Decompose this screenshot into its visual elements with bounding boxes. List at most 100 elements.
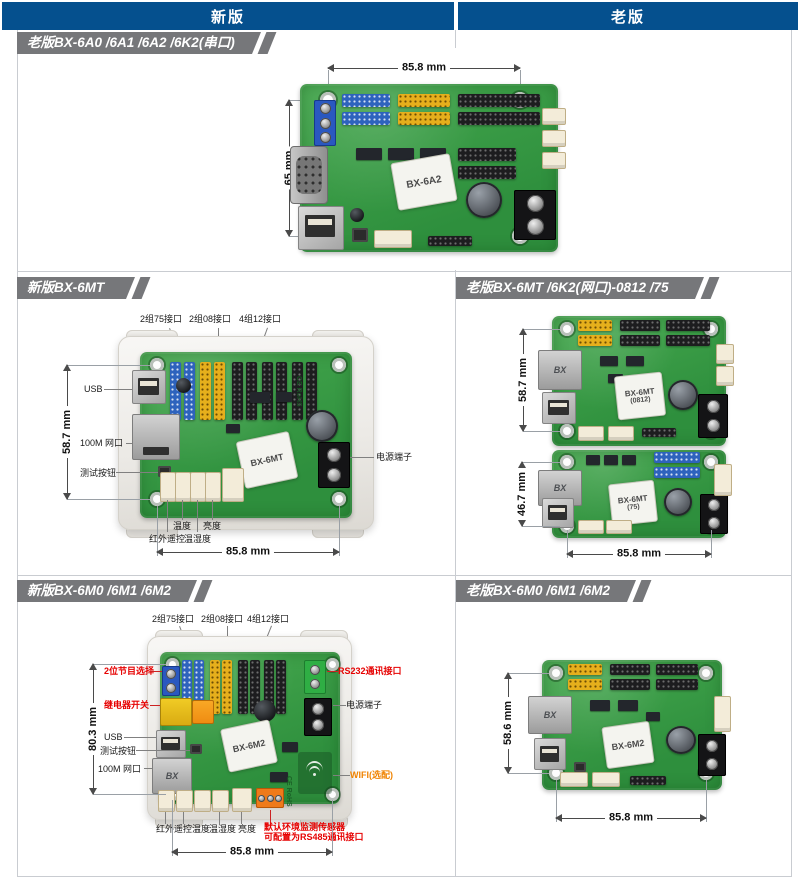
mcu-label-text: BX-6M2 — [231, 737, 267, 755]
serial-db9-port — [290, 146, 328, 204]
pin-header-yellow — [568, 679, 602, 690]
mcu-label-text: BX-6MT — [249, 451, 285, 469]
callout-test-button: 测试按钮 — [100, 746, 137, 756]
pin-header-yellow — [578, 335, 612, 346]
leader-line — [116, 472, 158, 473]
section-tag-bg — [456, 277, 704, 299]
pin-header-blue — [654, 452, 700, 463]
callout-temperature: 温度 — [173, 521, 192, 531]
jst-connector — [716, 366, 734, 386]
power-terminal — [698, 394, 728, 438]
leader-line — [241, 812, 242, 824]
test-button — [190, 744, 202, 754]
leader-line — [219, 812, 220, 824]
pin-header-blue — [194, 660, 204, 714]
test-button — [574, 762, 586, 772]
leader-line — [333, 705, 346, 706]
ic-chip — [622, 455, 636, 465]
frame-bottom — [17, 876, 792, 877]
ic-chip — [270, 772, 288, 782]
callout-program-select: 2位节目选择 — [104, 666, 155, 676]
jst-connector — [578, 520, 604, 534]
callout-08-ports: 2组08接口 — [201, 614, 244, 624]
extension-line — [522, 462, 560, 463]
backup-battery — [306, 410, 338, 442]
mcu-label-text: BX-6A2 — [405, 173, 443, 191]
mounting-hole — [560, 424, 574, 438]
extension-line — [328, 70, 329, 94]
jst-connector — [374, 230, 412, 248]
pin-header-black — [620, 335, 660, 346]
wifi-module — [298, 752, 332, 794]
leader-line — [333, 775, 350, 776]
jst-connector — [560, 772, 588, 787]
backup-battery — [668, 380, 698, 410]
pin-header-black — [292, 362, 303, 420]
pin-header-black — [276, 362, 287, 420]
bx-logo: BX — [553, 365, 567, 375]
extension-line — [520, 70, 521, 94]
mounting-hole — [560, 455, 574, 469]
frame-right — [791, 30, 792, 876]
header-new-version: 新版 — [2, 2, 454, 30]
wifi-icon — [309, 766, 320, 779]
mounting-hole — [560, 322, 574, 336]
mounting-hole — [326, 788, 339, 801]
leader-line — [197, 500, 198, 532]
leader-line — [136, 750, 190, 751]
test-button — [352, 228, 368, 242]
jst-connector — [175, 472, 191, 502]
capacitor — [350, 208, 364, 222]
extension-line — [508, 773, 549, 774]
jst-connector — [606, 520, 632, 534]
extension-line — [508, 673, 549, 674]
dimension-height-label: 58.6 mm — [502, 696, 514, 750]
frame-row2 — [17, 575, 792, 576]
jst-connector — [542, 130, 566, 147]
section-tag-label: 老版BX-6A0 /6A1 /6A2 /6K2(串口) — [27, 35, 235, 50]
relay-switch — [160, 698, 192, 726]
section-tag-bg — [17, 277, 135, 299]
callout-12-ports: 4组12接口 — [239, 314, 282, 324]
pin-header-black — [458, 94, 540, 107]
callout-usb: USB — [84, 384, 103, 394]
usb-port — [156, 730, 186, 758]
pin-header-blue — [170, 362, 181, 420]
pin-header-black — [666, 320, 710, 331]
mounting-hole — [326, 658, 339, 671]
pin-header-black — [262, 362, 273, 420]
pin-header-yellow — [214, 362, 225, 420]
pin-header-yellow — [222, 660, 232, 714]
pin-header-black — [610, 664, 650, 675]
pin-header-black — [246, 362, 257, 420]
mounting-hole — [150, 358, 164, 372]
dimension-height-label: 46.7 mm — [516, 467, 528, 521]
pin-header-yellow — [578, 320, 612, 331]
leader-line — [167, 500, 168, 532]
ethernet-port: BX — [152, 758, 192, 794]
pin-header-black — [642, 428, 676, 437]
callout-ethernet: 100M 网口 — [80, 438, 124, 448]
leader-line — [212, 500, 213, 520]
pin-header-blue — [654, 467, 700, 478]
ic-chip — [276, 392, 292, 402]
pin-header-black — [666, 335, 710, 346]
pin-header-yellow — [398, 94, 450, 107]
pin-header-black — [458, 112, 540, 125]
leader-line — [183, 812, 184, 824]
pin-header-black — [276, 660, 286, 714]
dimension-width-label: 85.8 mm — [612, 547, 666, 560]
ic-chip — [356, 148, 382, 160]
mounting-hole — [332, 492, 346, 506]
dimension-height-label: 58.7 mm — [61, 405, 73, 459]
jst-connector — [176, 790, 193, 812]
callout-temp-humidity: 温湿度 — [184, 534, 212, 544]
jst-connector — [542, 108, 566, 125]
mcu-label: BX-6MT (0812) — [613, 371, 667, 421]
section-tag-bg — [17, 32, 261, 54]
ic-chip — [600, 356, 618, 366]
power-terminal — [304, 698, 332, 736]
section-tag-label: 新版BX-6M0 /6M1 /6M2 — [27, 583, 172, 598]
usb-port — [132, 370, 166, 404]
